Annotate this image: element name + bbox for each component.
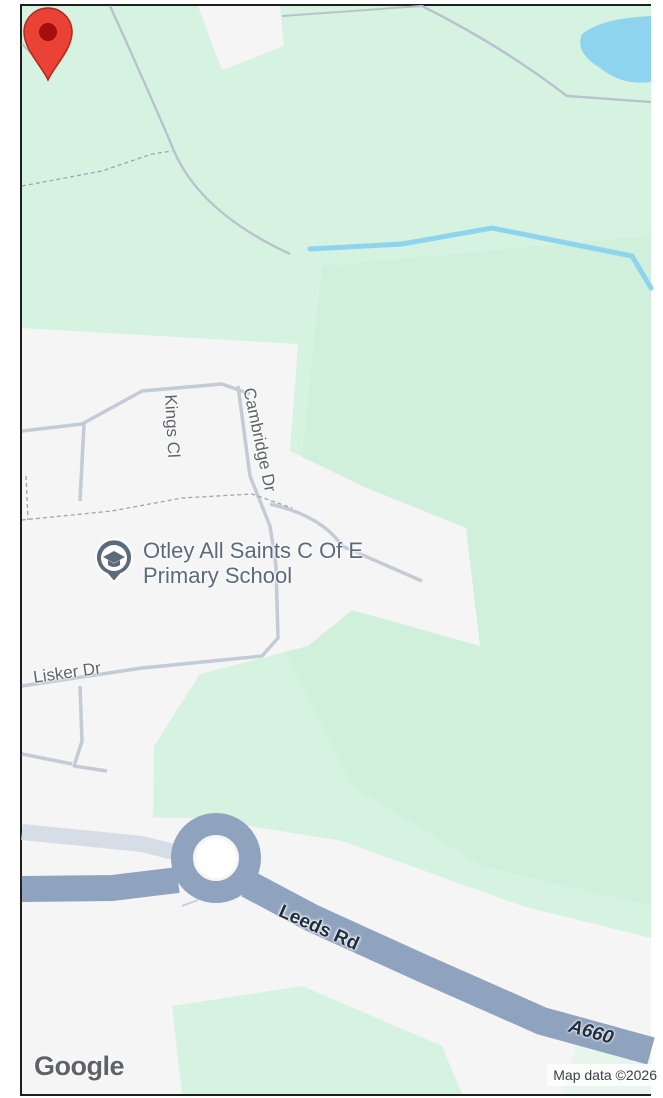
lake bbox=[580, 16, 651, 83]
roundabout-centre bbox=[196, 838, 236, 878]
dashed-path-spur bbox=[25, 475, 29, 521]
roundabout bbox=[171, 813, 261, 903]
street-cambridge-dr bbox=[21, 385, 280, 688]
map-pin-icon[interactable] bbox=[22, 6, 74, 82]
school-icon bbox=[95, 538, 133, 584]
dashed-path-residential bbox=[21, 493, 293, 521]
road-direction-arrow bbox=[181, 899, 199, 907]
google-logo[interactable]: Google bbox=[34, 1051, 126, 1082]
stream bbox=[307, 225, 654, 291]
street-kings-cl bbox=[21, 382, 251, 433]
frame-border-left bbox=[20, 4, 22, 1096]
land-patch-top bbox=[198, 6, 284, 70]
park-area-south bbox=[172, 986, 462, 1094]
footpath-west bbox=[108, 5, 291, 256]
major-road-leeds-rd bbox=[241, 871, 655, 1065]
frame-border-bottom bbox=[20, 1094, 651, 1096]
footpath-top bbox=[281, 5, 423, 17]
dashed-path-north bbox=[21, 150, 173, 187]
street-lisker-spur bbox=[72, 685, 108, 773]
poi-school-name: Otley All Saints C Of E Primary School bbox=[143, 538, 364, 588]
major-road-west bbox=[21, 867, 180, 902]
map-attribution[interactable]: Map data ©2026 bbox=[547, 1064, 663, 1086]
map-canvas[interactable]: Kings Cl Cambridge Dr Lisker Dr Leeds Rd… bbox=[21, 4, 663, 1094]
footpath-north bbox=[421, 4, 652, 104]
frame-border-top bbox=[20, 4, 651, 6]
street-school-access bbox=[269, 502, 423, 583]
street-lisker-west bbox=[21, 752, 73, 766]
street-kings-cl-spur bbox=[78, 423, 86, 502]
street-label-kings-cl: Kings Cl bbox=[161, 394, 184, 459]
poi-school[interactable]: Otley All Saints C Of E Primary School bbox=[94, 536, 423, 588]
